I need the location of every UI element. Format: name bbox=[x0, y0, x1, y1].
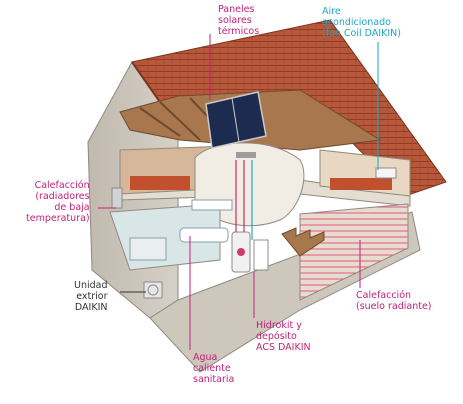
label-aire-acondicionado: Aire acondicionado (fan Coil DAIKIN) bbox=[322, 6, 401, 39]
label-calefaccion-suelo: Calefacción (suelo radiante) bbox=[356, 290, 432, 312]
label-line: de baja bbox=[54, 202, 90, 213]
label-calefaccion-radiadores: Calefacción (radiadores de baja temperat… bbox=[26, 180, 90, 224]
label-line: caliente bbox=[193, 363, 231, 374]
staircase bbox=[281, 227, 325, 257]
lower-room-right bbox=[299, 203, 409, 301]
label-line: Calefacción bbox=[356, 290, 412, 301]
radiator-icon bbox=[111, 187, 123, 209]
hidrokit-unit bbox=[253, 239, 269, 271]
outdoor-unit-icon bbox=[143, 281, 163, 299]
label-hidrokit: Hidrokit y depósito ACS DAIKIN bbox=[256, 320, 311, 353]
label-line: DAIKIN bbox=[74, 302, 108, 313]
label-line: térmicos bbox=[218, 26, 260, 37]
label-line: Calefacción bbox=[34, 180, 90, 191]
label-line: ACS DAIKIN bbox=[256, 342, 311, 353]
label-line: Agua bbox=[193, 352, 218, 363]
label-line: depósito bbox=[256, 331, 297, 342]
label-line: Hidrokit y bbox=[256, 320, 302, 331]
bed-left bbox=[130, 176, 190, 190]
label-line: temperatura) bbox=[26, 213, 90, 224]
label-line: (suelo radiante) bbox=[356, 301, 432, 312]
kitchen-counter bbox=[129, 237, 167, 261]
label-paneles-solares: Paneles solares térmicos bbox=[218, 4, 259, 37]
label-line: Unidad bbox=[74, 280, 108, 291]
label-line: sanitaria bbox=[193, 374, 235, 385]
label-unidad-exterior: Unidad extrior DAIKIN bbox=[74, 280, 108, 313]
solar-panel-icon bbox=[205, 91, 267, 149]
label-line: Aire bbox=[322, 6, 341, 17]
label-agua-caliente: Agua caliente sanitaria bbox=[193, 352, 234, 385]
bathroom-sink bbox=[191, 199, 233, 211]
label-line: solares bbox=[218, 15, 252, 26]
label-line: Paneles bbox=[218, 4, 255, 15]
label-line: extrior bbox=[76, 291, 108, 302]
label-line: (radiadores bbox=[35, 191, 90, 202]
label-line: (fan Coil DAIKIN) bbox=[322, 28, 401, 39]
label-line: acondicionado bbox=[322, 17, 391, 28]
fan-coil-icon bbox=[375, 167, 397, 179]
bathtub bbox=[179, 227, 229, 243]
bed-right bbox=[330, 178, 392, 190]
